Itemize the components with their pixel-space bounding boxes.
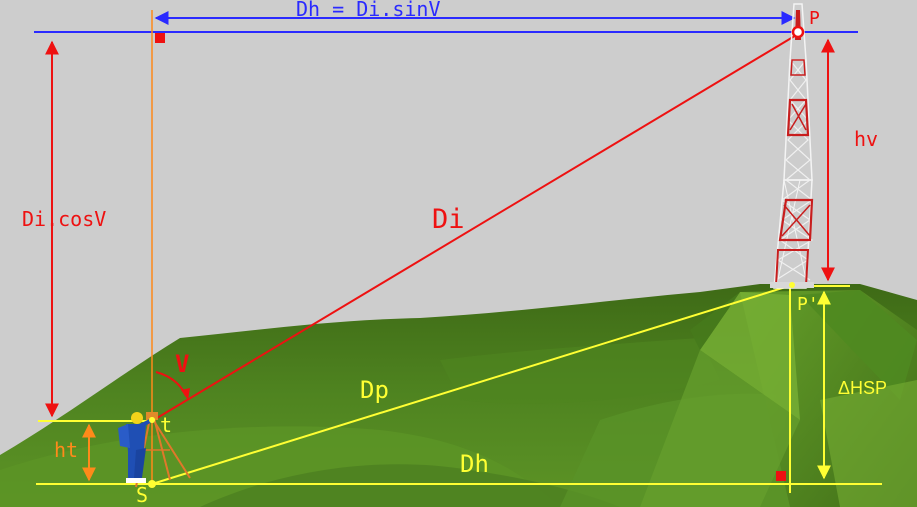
di-cosv-label: Di.cosV — [22, 207, 106, 231]
surveyor-icon — [118, 412, 153, 483]
point-p-marker — [791, 25, 805, 39]
di-label: Di — [432, 204, 465, 235]
ht-label: ht — [54, 438, 78, 462]
delta-h-label: ΔHSP — [838, 378, 887, 398]
right-angle-marker-bottom — [776, 471, 786, 481]
point-p-prime-marker — [789, 282, 795, 288]
point-t-label: t — [160, 413, 172, 437]
zenith-angle-label: V — [175, 350, 189, 378]
dp-slope-line — [151, 284, 793, 485]
terrain — [0, 284, 917, 507]
point-p-label: P — [809, 8, 820, 29]
point-s-label: S — [136, 483, 148, 507]
dh-ground-label: Dh — [460, 450, 489, 478]
point-s-marker — [148, 480, 156, 488]
hv-label: hv — [854, 127, 878, 151]
zenith-angle-arrowhead — [181, 388, 190, 400]
point-t-marker — [149, 417, 155, 423]
right-angle-marker-top — [155, 33, 165, 43]
di-slope-line — [151, 33, 799, 422]
dh-formula-label: Dh = Di.sinV — [296, 0, 441, 21]
dp-label: Dp — [360, 376, 389, 404]
point-p-prime-label: P' — [797, 294, 819, 315]
